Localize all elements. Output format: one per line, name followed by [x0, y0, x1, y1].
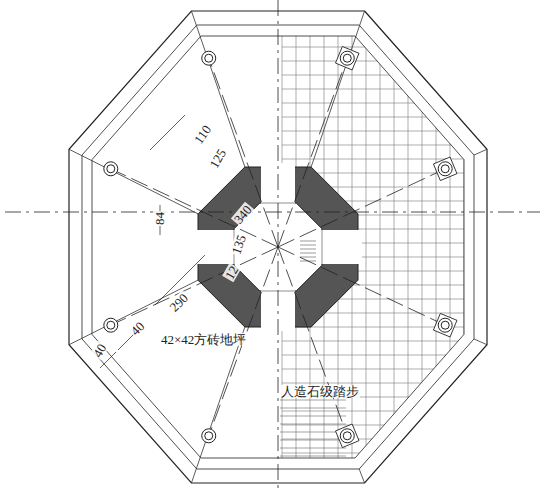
- column-symbol: [202, 51, 216, 65]
- column-symbol: [335, 424, 359, 448]
- hip-line: [69, 149, 198, 214]
- dimension-number: 40: [90, 341, 109, 360]
- dimension-number: 110: [191, 122, 214, 147]
- stair-step: [300, 257, 316, 258]
- dimension-line: [150, 115, 185, 150]
- column-symbol: [202, 429, 216, 443]
- column-ray: [111, 169, 278, 247]
- stair-step: [300, 249, 316, 250]
- dimension-line: [118, 334, 134, 350]
- stair-step: [280, 400, 346, 401]
- axis-line: [5, 212, 540, 213]
- hip-line: [311, 11, 364, 167]
- stair-step: [280, 416, 346, 417]
- annotation-text: 42×42方砖地坪: [160, 333, 247, 346]
- dimension-number: 84: [153, 211, 166, 226]
- annotation-text: 人造石级踏步: [280, 385, 360, 398]
- column-symbol: [335, 46, 359, 70]
- column-symbol: [433, 313, 457, 337]
- column-ray: [111, 247, 278, 325]
- dimension-number: 125: [207, 146, 229, 171]
- stair-step: [280, 448, 346, 449]
- column-symbol: [433, 157, 457, 181]
- stair-step: [300, 253, 316, 254]
- dimension-number: 40: [128, 319, 148, 339]
- column-ray: [278, 169, 445, 247]
- hip-line: [474, 339, 487, 345]
- stair-step: [300, 241, 316, 242]
- hip-line: [191, 11, 244, 167]
- stair-step: [280, 424, 346, 425]
- stair-step: [280, 408, 346, 409]
- stair-step: [280, 440, 346, 441]
- stair-step: [300, 245, 316, 246]
- hip-line: [359, 469, 364, 483]
- column-ray: [278, 58, 347, 247]
- column-symbol: [104, 162, 118, 176]
- column-ray: [278, 247, 445, 325]
- column-ray: [278, 247, 347, 436]
- hip-line: [191, 327, 244, 483]
- stair-step: [280, 456, 346, 457]
- column-symbol: [104, 318, 118, 332]
- hip-line: [474, 149, 487, 155]
